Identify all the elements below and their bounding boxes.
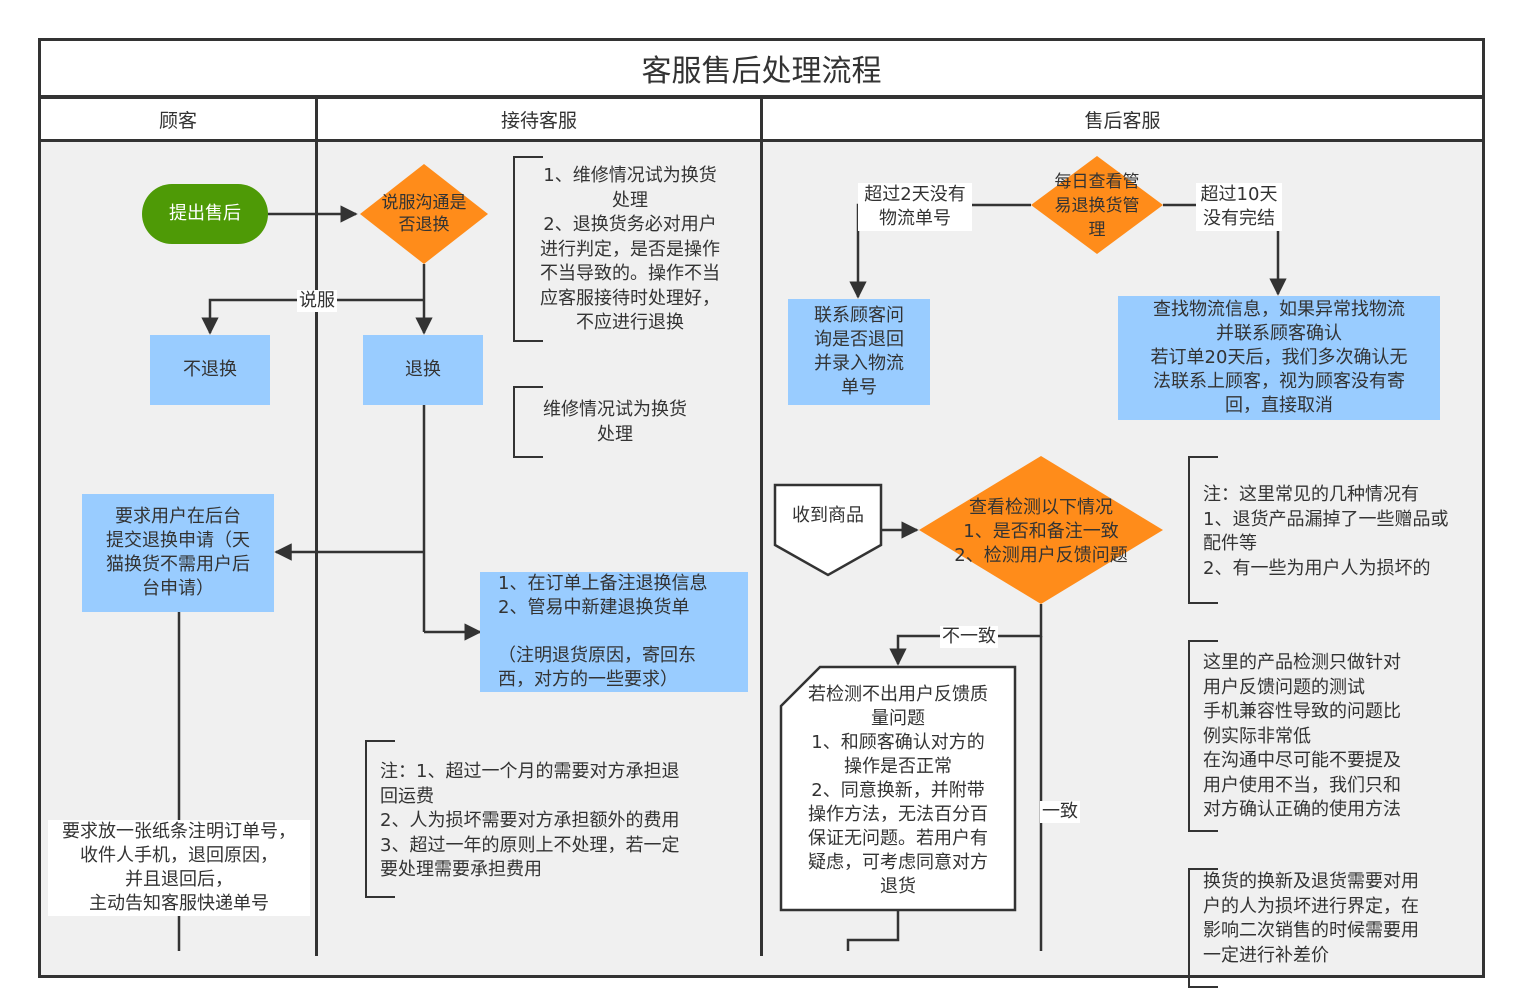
note-inspection-scope: 这里的产品检测只做针对 用户反馈问题的测试 手机兼容性导致的问题比 例实际非常低… <box>1203 652 1401 820</box>
edge-label-consistent: 一致 <box>1040 801 1080 823</box>
inspect-decision-shape <box>919 456 1163 604</box>
note-bracket <box>513 156 543 342</box>
receive-goods-label: 收到商品 <box>792 505 864 526</box>
lane-header-aftersales: 售后客服 <box>760 96 1485 142</box>
connectors-layer <box>142 156 1287 951</box>
no-return-node: 不退换 <box>150 335 270 405</box>
note-repair-judgement: 1、维修情况试为换货 处理 2、退换货务必对用户 进行判定，是否是操作 不当导致… <box>540 165 720 333</box>
lane-header-customer: 顾客 <box>38 96 318 142</box>
request-submit-node: 要求用户在后台 提交退换申请（天 猫换货不需用户后 台申请） <box>82 494 274 612</box>
diagram-title: 客服售后处理流程 <box>38 38 1485 98</box>
note-common-cases: 注：这里常见的几种情况有 1、退货产品漏掉了一些赠品或 配件等 2、有一些为用户… <box>1203 484 1449 579</box>
no-quality-issue-node: 若检测不出用户反馈质 量问题 1、和顾客确认对方的 操作是否正常 2、同意换新，… <box>808 684 988 897</box>
edge-label-over-10-days: 超过10天 没有完结 <box>1196 183 1282 231</box>
contact-customer-node: 联系顾客问 询是否退回 并录入物流 单号 <box>788 299 930 405</box>
note-fee-rules: 注：1、超过一个月的需要对方承担退 回运费 2、人为损坏需要对方承担额外的费用 … <box>380 761 680 880</box>
daily-check-decision-label: 每日查看管 易退换货管 理 <box>1054 172 1140 240</box>
paper-note-node: 要求放一张纸条注明订单号， 收件人手机，退回原因， 并且退回后， 主动告知客服快… <box>48 820 310 916</box>
note-repair-exchange: 维修情况试为换货 处理 <box>543 399 687 445</box>
order-note-node: 1、在订单上备注退换信息 2、管易中新建退换货单 （注明退货原因，寄回东 西，对… <box>480 572 748 692</box>
find-logistics-node: 查找物流信息，如果异常找物流 并联系顾客确认 若订单20天后，我们多次确认无 法… <box>1118 296 1440 420</box>
edge-label-inconsistent: 不一致 <box>940 626 998 648</box>
start-node-label: 提出售后 <box>169 203 241 224</box>
edge-label-over-2-days: 超过2天没有 物流单号 <box>858 183 972 231</box>
daily-check-decision-shape <box>1031 156 1163 254</box>
persuade-decision-label: 说服沟通是 否退换 <box>381 193 467 235</box>
lane-divider <box>315 96 318 956</box>
start-terminal-shape <box>142 184 268 244</box>
note-bracket <box>1188 456 1218 604</box>
note-damage-definition: 换货的换新及退货需要对用 户的人为损坏进行界定，在 影响二次销售的时候需要用 一… <box>1203 871 1419 966</box>
persuade-decision-shape <box>360 164 488 264</box>
note-bracket <box>513 386 543 458</box>
note-bracket <box>1188 640 1218 832</box>
note-bracket <box>365 740 395 898</box>
edge-label-persuaded: 说服 <box>297 290 337 312</box>
inspect-decision-label: 查看检测以下情况 1、是否和备注一致 2、检测用户反馈问题 <box>954 497 1128 566</box>
return-node: 退换 <box>363 335 483 405</box>
lane-divider <box>760 96 763 956</box>
receive-goods-shape <box>773 483 883 577</box>
